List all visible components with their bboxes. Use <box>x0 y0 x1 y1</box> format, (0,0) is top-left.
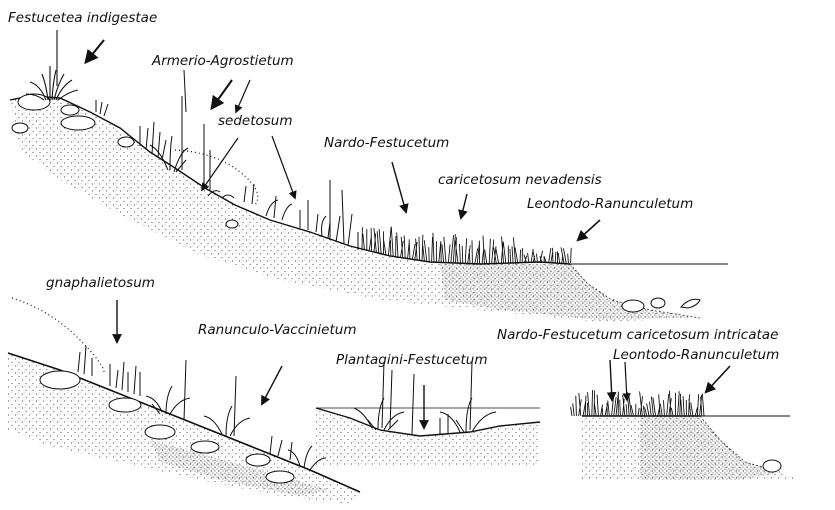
arrow-sedetosum-2 <box>272 136 295 198</box>
label-gnaphalietosum: gnaphalietosum <box>46 277 155 291</box>
bm-plants <box>354 362 496 434</box>
bottom-middle-profile <box>316 362 540 466</box>
arrow-ranunculo <box>262 366 282 404</box>
bottom-right-profile <box>571 360 800 480</box>
bm-soil <box>316 408 540 466</box>
arrow-sedetosum-1 <box>202 138 238 190</box>
label-leontodo-ranunculetum-bottom: Leontodo-Ranunculetum <box>613 349 779 363</box>
rock <box>651 298 665 308</box>
rock <box>622 300 644 312</box>
grass-tussock <box>26 30 78 100</box>
rock <box>763 460 781 472</box>
arrow-leontodo-bottom <box>706 366 730 392</box>
label-plantagini-festucetum: Plantagini-Festucetum <box>336 354 487 368</box>
arrow-caricetosum <box>461 194 467 218</box>
rock <box>118 137 134 147</box>
rock <box>191 441 219 453</box>
label-ranunculo-vaccinietum: Ranunculo-Vaccinietum <box>198 324 357 338</box>
arrow-armerio-1 <box>212 80 232 108</box>
leontodo-grassland <box>520 247 571 263</box>
label-armerio-agrostietum: Armerio-Agrostietum <box>152 55 294 69</box>
arrow-nardo-intricatae-2 <box>625 362 627 400</box>
grass-blades <box>571 390 704 416</box>
rock <box>18 94 50 110</box>
rock <box>246 454 270 466</box>
rock <box>109 398 141 412</box>
top-soil-dense <box>440 264 690 320</box>
arrow-nardo-intricatae <box>610 360 612 400</box>
label-sedetosum: sedetosum <box>218 115 293 129</box>
rock <box>61 105 79 115</box>
label-leontodo-ranunculetum-top: Leontodo-Ranunculetum <box>527 198 693 212</box>
label-caricetosum-nevadensis: caricetosum nevadensis <box>438 174 602 188</box>
rock <box>681 299 700 308</box>
rock <box>226 220 238 228</box>
grass-blades <box>520 247 571 263</box>
rock <box>145 425 175 439</box>
label-nardo-festucetum-caricetosum-intricatae: Nardo-Festucetum caricetosum intricatae <box>497 329 778 343</box>
arrow-armerio-2 <box>236 80 250 112</box>
rock <box>40 371 80 389</box>
rock <box>266 471 294 483</box>
arrow-nardo <box>392 162 406 212</box>
label-nardo-festucetum: Nardo-Festucetum <box>324 137 449 151</box>
arrow-festucetea <box>86 40 104 62</box>
rock <box>61 116 95 130</box>
br-plants <box>571 390 704 416</box>
arrow-leontodo-top <box>578 220 600 240</box>
rock <box>12 123 28 133</box>
label-festucetea-indigestae: Festucetea indigestae <box>8 12 157 26</box>
br-soil-dense <box>640 416 780 480</box>
